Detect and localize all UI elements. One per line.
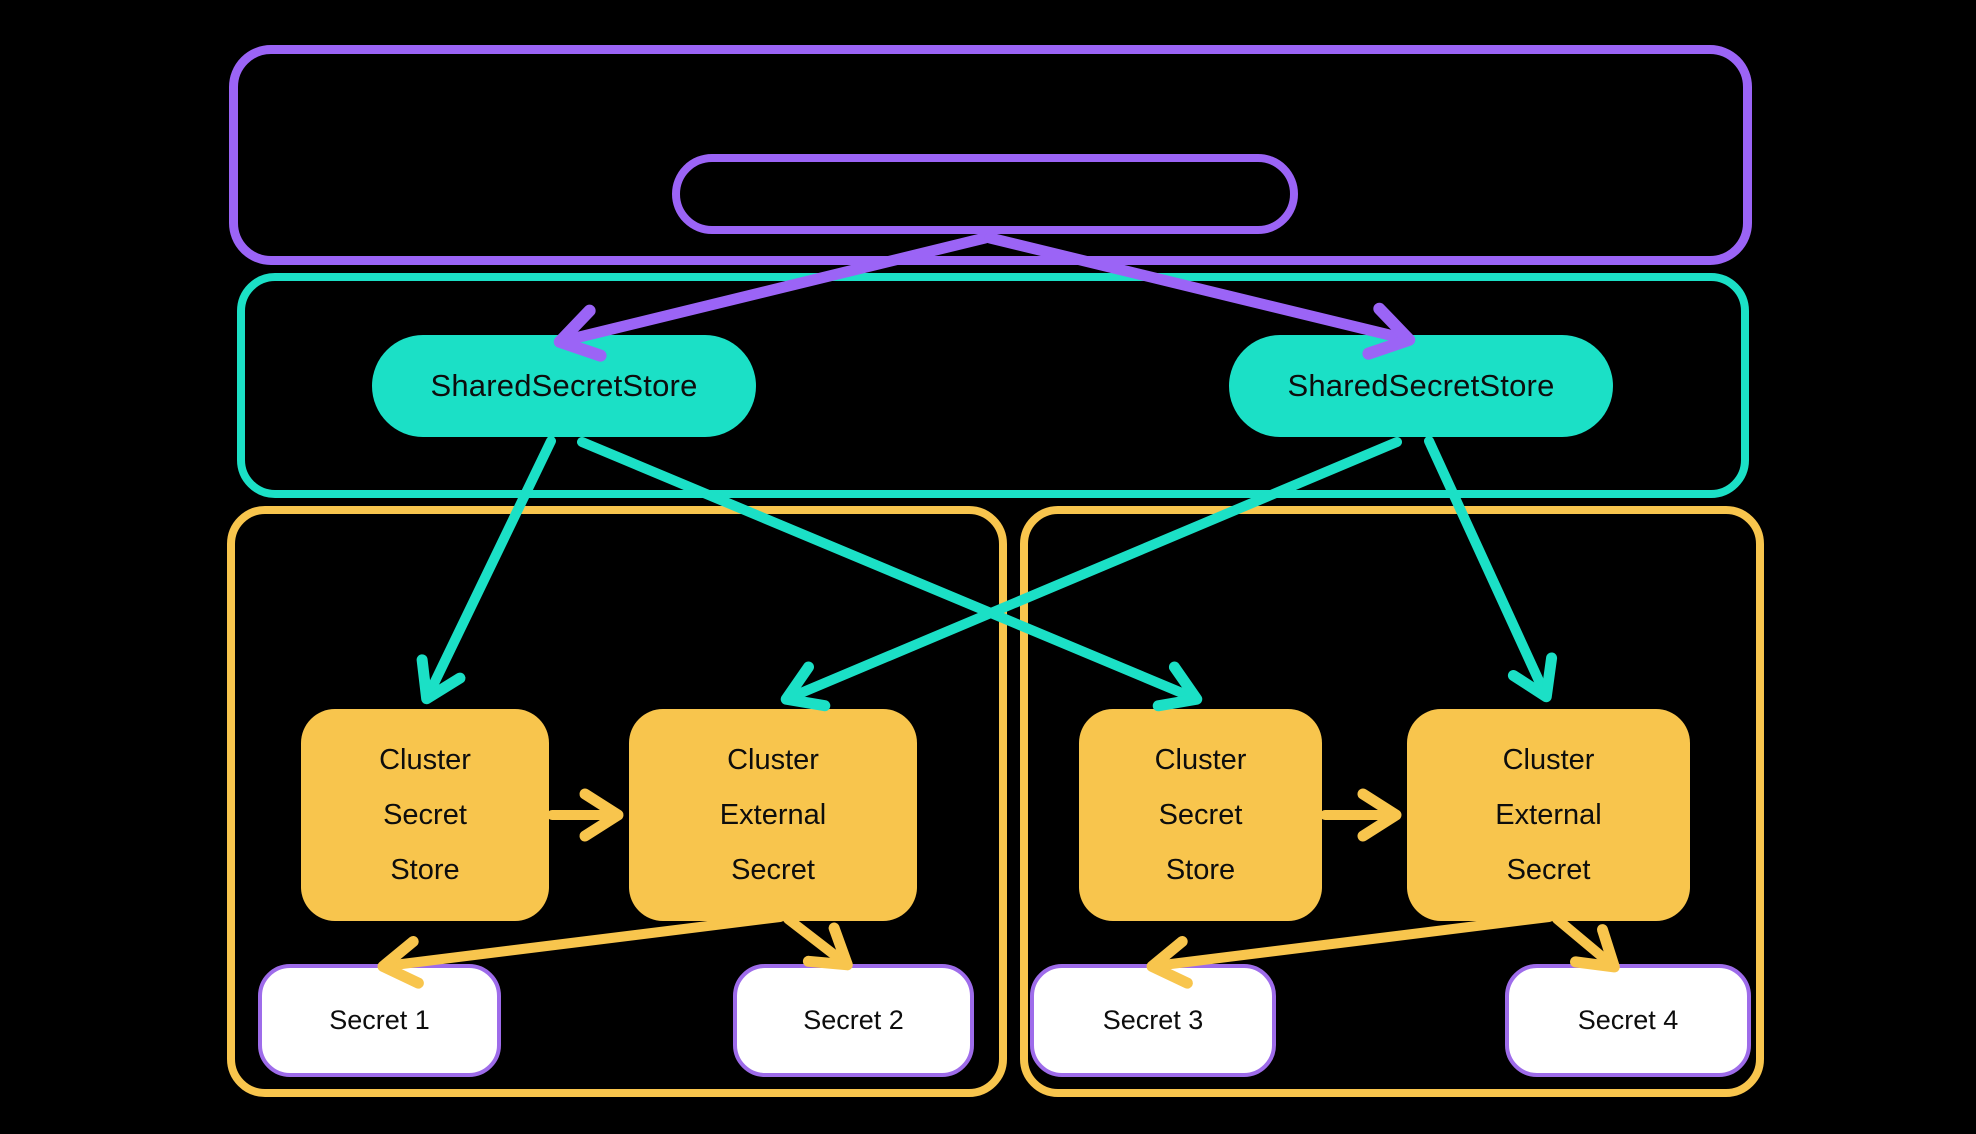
shared-secret-store-left: SharedSecretStore bbox=[372, 335, 756, 437]
top-inner-pill bbox=[672, 154, 1298, 234]
cluster-secret-store-left: Cluster Secret Store bbox=[301, 709, 549, 921]
secret-3-pill: Secret 3 bbox=[1030, 964, 1276, 1077]
cluster-external-secret-left: Cluster External Secret bbox=[629, 709, 917, 921]
cluster-secret-store-right: Cluster Secret Store bbox=[1079, 709, 1322, 921]
cluster-external-secret-right: Cluster External Secret bbox=[1407, 709, 1690, 921]
secret-2-pill: Secret 2 bbox=[733, 964, 974, 1077]
shared-secret-store-right: SharedSecretStore bbox=[1229, 335, 1613, 437]
secret-1-pill: Secret 1 bbox=[258, 964, 501, 1077]
secret-4-pill: Secret 4 bbox=[1505, 964, 1751, 1077]
